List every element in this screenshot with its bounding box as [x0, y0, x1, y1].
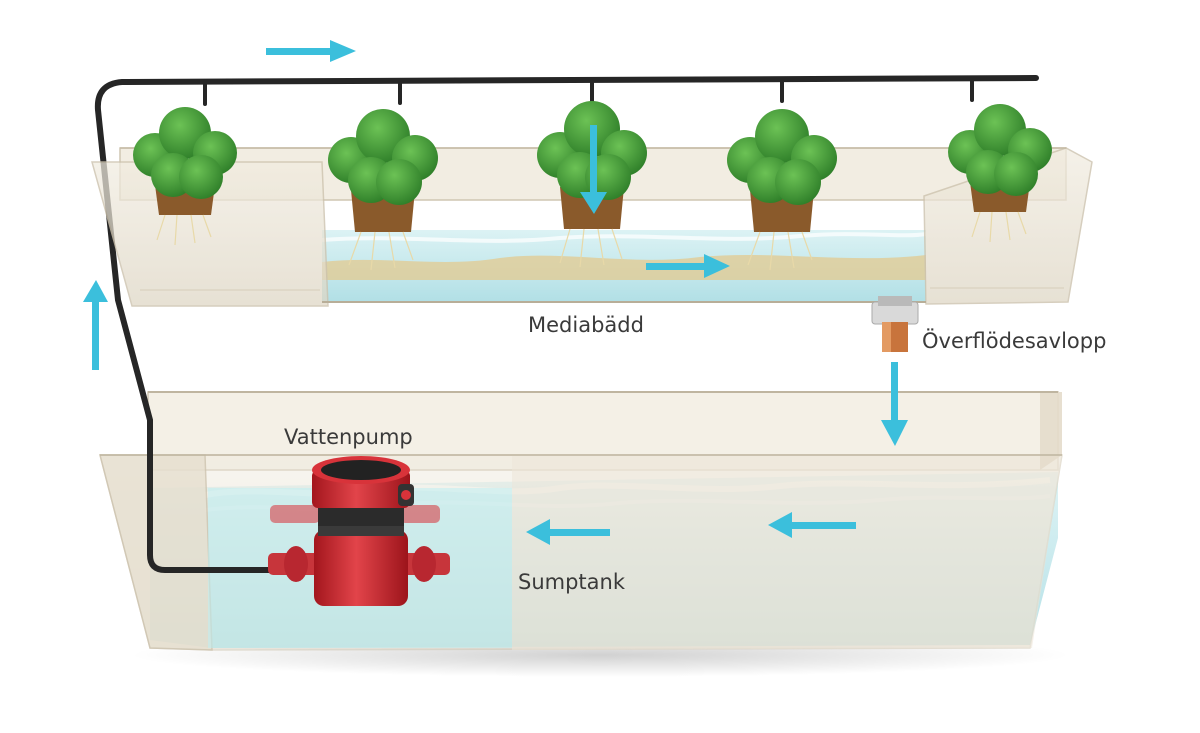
sump-tank	[99, 391, 1063, 651]
water-pump-label: Vattenpump	[284, 425, 413, 449]
sump-tank-label: Sumptank	[518, 570, 625, 594]
flow-arrow-icon	[646, 254, 730, 278]
pump-icon	[268, 456, 450, 606]
flow-arrow-icon	[768, 512, 856, 538]
drain-icon	[871, 296, 919, 352]
plant-icon	[727, 109, 837, 271]
plant-icon	[328, 109, 438, 271]
plant-icon	[133, 107, 237, 246]
flow-arrow-icon	[83, 280, 108, 370]
plants	[133, 101, 1052, 271]
media-bed-label: Mediabädd	[528, 313, 644, 337]
flow-arrow-icon	[580, 125, 607, 214]
plant-icon	[948, 104, 1052, 243]
flow-arrow-icon	[266, 40, 356, 62]
overflow-drain-label: Överflödesavlopp	[922, 329, 1107, 353]
flow-arrow-icon	[881, 362, 908, 446]
flow-arrow-icon	[526, 519, 610, 545]
flow-arrows	[83, 40, 908, 545]
return-pipe	[94, 75, 1039, 573]
